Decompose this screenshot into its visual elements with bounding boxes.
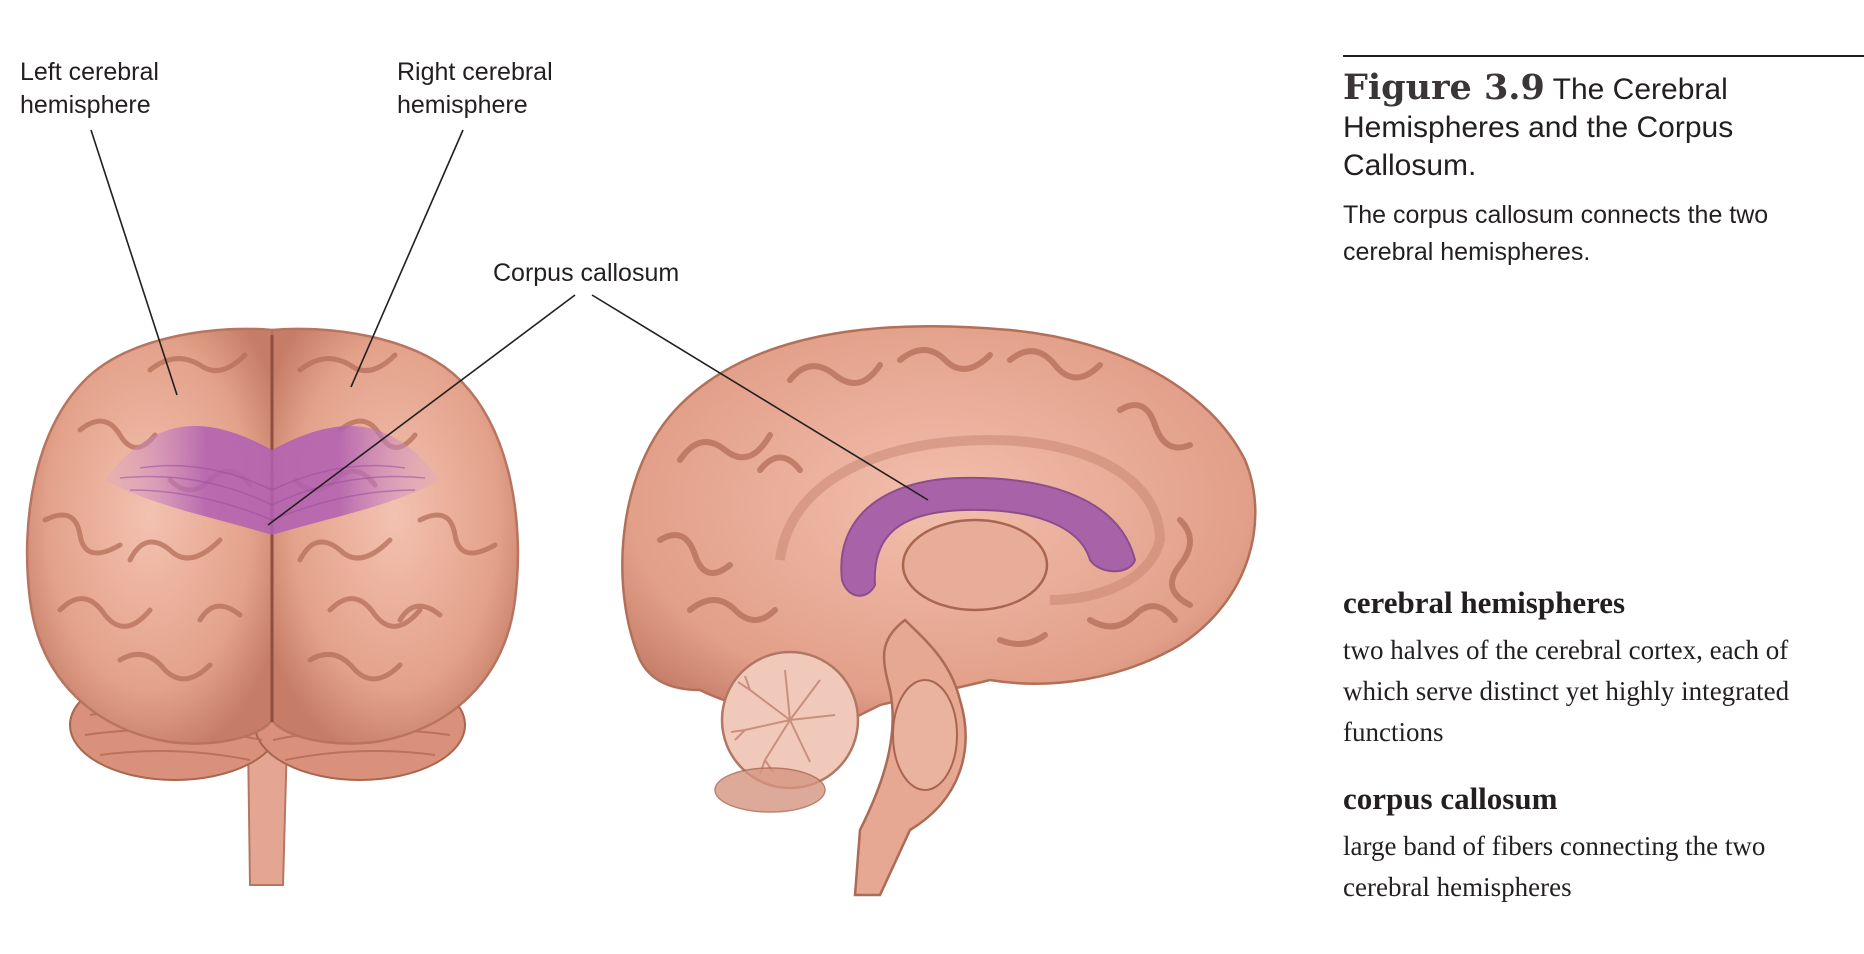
glossary-entry-cerebral-hemispheres: cerebral hemispheres two halves of the c… — [1343, 584, 1843, 753]
glossary-definition: two halves of the cerebral cortex, each … — [1343, 635, 1790, 747]
figure-number: Figure 3.9 — [1343, 67, 1545, 108]
front-corpus-callosum — [105, 426, 440, 535]
caption-divider — [1343, 55, 1864, 57]
label-left-cerebral-hemisphere: Left cerebral hemisphere — [20, 58, 159, 119]
brain-sagittal-view — [621, 325, 1257, 897]
leader-line-left-hemisphere — [90, 129, 178, 396]
figure-heading: Figure 3.9 The Cerebral Hemispheres and … — [1343, 69, 1823, 185]
figure-description: The corpus callosum connects the two cer… — [1343, 201, 1769, 266]
figure-caption: Figure 3.9 The Cerebral Hemispheres and … — [1343, 55, 1864, 271]
label-corpus-callosum: Corpus callosum — [493, 259, 680, 287]
glossary-term: corpus callosum — [1343, 781, 1558, 816]
front-right-hemisphere — [270, 327, 520, 745]
sagittal-thalamus — [901, 518, 1049, 612]
leader-lines — [90, 129, 929, 526]
brain-front-view — [25, 327, 520, 886]
leader-line-cc-front — [267, 294, 576, 526]
glossary-definition: large band of fibers connecting the two … — [1343, 831, 1766, 902]
sagittal-corpus-callosum — [840, 476, 1137, 597]
figure-title: The Cerebral Hemispheres and the Corpus … — [1343, 73, 1734, 182]
front-left-hemisphere — [25, 327, 274, 745]
glossary-term: cerebral hemispheres — [1343, 585, 1626, 620]
leader-line-right-hemisphere — [350, 129, 464, 388]
label-right-cerebral-hemisphere: Right cerebral hemisphere — [397, 58, 553, 119]
leader-line-cc-sagittal — [591, 294, 929, 501]
glossary-entry-corpus-callosum: corpus callosum large band of fibers con… — [1343, 780, 1843, 908]
